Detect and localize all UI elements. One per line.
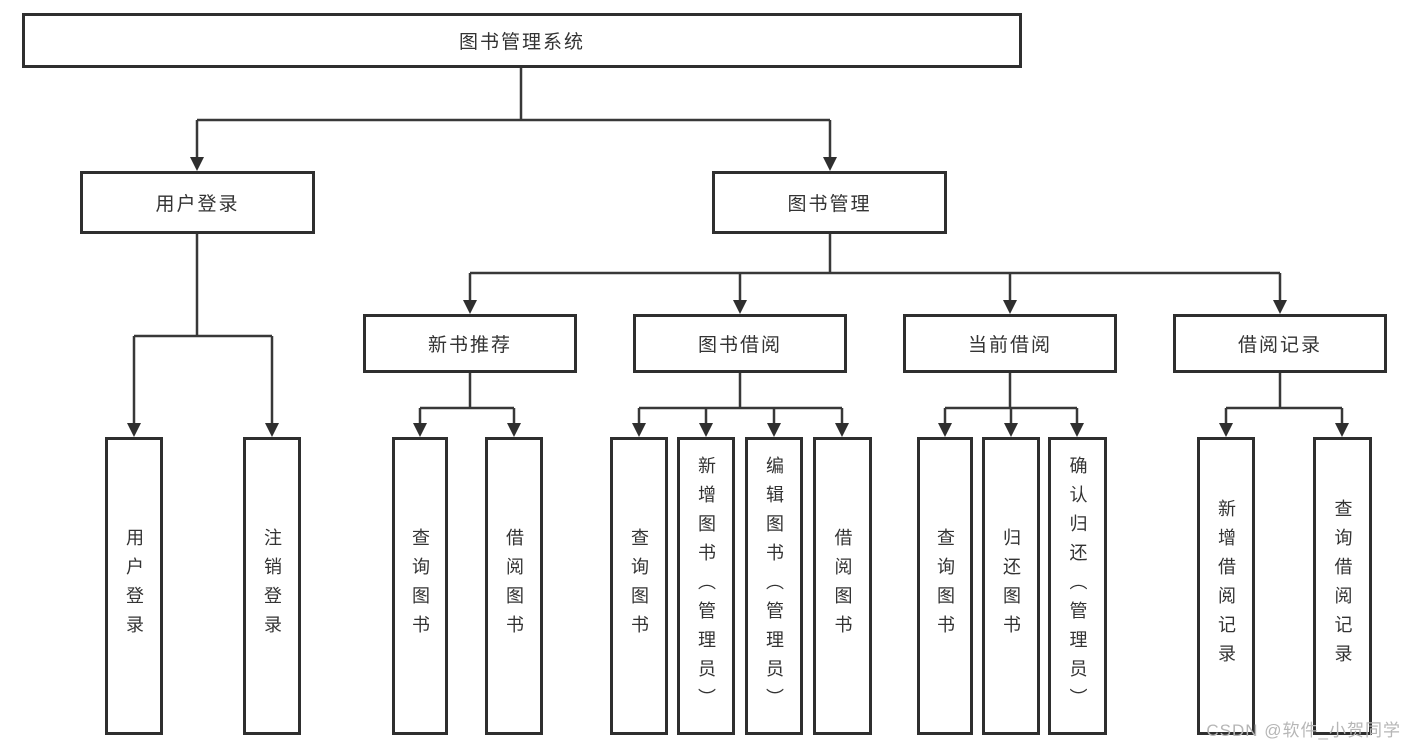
leaf-label: 确认归还（管理员）	[1067, 455, 1088, 717]
leaf-borrow-books-recommend: 借阅图书	[485, 437, 543, 735]
leaf-label: 查询借阅记录	[1332, 499, 1353, 673]
leaf-label: 查询图书	[629, 528, 649, 644]
node-root-library-management-system: 图书管理系统	[22, 13, 1022, 68]
leaf-query-borrow-record: 查询借阅记录	[1313, 437, 1372, 735]
leaf-label: 注销登录	[262, 528, 282, 644]
leaf-label: 用户登录	[124, 528, 144, 644]
leaf-label: 归还图书	[1001, 528, 1021, 644]
leaf-label: 借阅图书	[832, 528, 853, 644]
node-label: 图书管理系统	[458, 32, 585, 53]
leaf-logout: 注销登录	[243, 437, 301, 735]
csdn-watermark: CSDN @软件_小贺同学	[1206, 721, 1401, 740]
node-label: 借阅记录	[1237, 335, 1322, 356]
node-book-borrowing: 图书借阅	[633, 314, 847, 373]
leaf-confirm-return-admin: 确认归还（管理员）	[1048, 437, 1107, 735]
leaf-add-books-admin: 新增图书（管理员）	[677, 437, 735, 735]
leaf-query-books-recommend: 查询图书	[392, 437, 448, 735]
leaf-label: 借阅图书	[504, 528, 524, 644]
leaf-query-books-current: 查询图书	[917, 437, 973, 735]
leaf-label: 编辑图书（管理员）	[764, 455, 784, 717]
leaf-user-login: 用户登录	[105, 437, 163, 735]
leaf-return-books: 归还图书	[982, 437, 1040, 735]
leaf-label: 查询图书	[410, 528, 430, 644]
node-label: 用户登录	[155, 194, 240, 215]
leaf-label: 查询图书	[935, 528, 955, 644]
node-user-login: 用户登录	[80, 171, 315, 234]
leaf-edit-books-admin: 编辑图书（管理员）	[745, 437, 803, 735]
node-new-book-recommendation: 新书推荐	[363, 314, 577, 373]
node-label: 图书借阅	[697, 335, 782, 356]
node-label: 当前借阅	[967, 335, 1052, 356]
leaf-add-borrow-record: 新增借阅记录	[1197, 437, 1255, 735]
leaf-label: 新增图书（管理员）	[696, 455, 716, 717]
node-borrowing-records: 借阅记录	[1173, 314, 1387, 373]
leaf-label: 新增借阅记录	[1216, 499, 1236, 673]
node-label: 新书推荐	[427, 335, 512, 356]
node-book-management: 图书管理	[712, 171, 947, 234]
node-current-borrowing: 当前借阅	[903, 314, 1117, 373]
leaf-borrow-books: 借阅图书	[813, 437, 872, 735]
leaf-query-books-borrowing: 查询图书	[610, 437, 668, 735]
node-label: 图书管理	[787, 194, 872, 215]
